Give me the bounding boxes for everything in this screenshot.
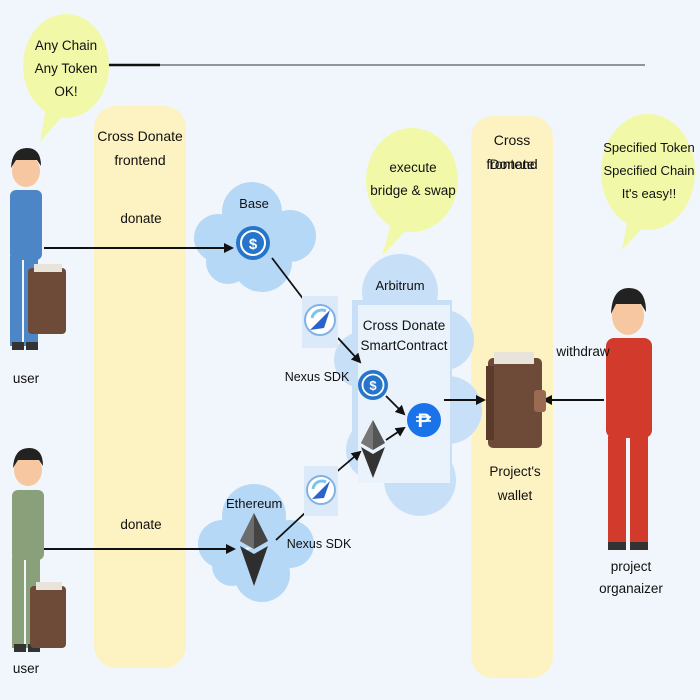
nexus-sdk-top-label: Nexus SDK (284, 370, 350, 384)
organizer-label-line2: organaizer (599, 581, 663, 596)
organizer-bubble-text: Specified Token Specified Chain It's eas… (602, 136, 696, 205)
execute-bubble-line2: bridge & swap (370, 183, 456, 198)
sdk-to-eth-arrow (333, 450, 362, 475)
organizer-label: project organaizer (596, 556, 666, 600)
execute-bubble-text: execute bridge & swap (368, 156, 458, 202)
contract-line2: SmartContract (360, 338, 448, 353)
base-cloud-title: Base (239, 196, 269, 211)
eth-icon (240, 513, 268, 586)
pyusd-icon: P (407, 403, 441, 437)
organizer-figure (606, 288, 652, 550)
organizer-bubble-line1: Specified Token (603, 140, 695, 155)
nexus-sdk-top-icon (302, 296, 338, 348)
organizer-speech-bubble (601, 114, 695, 250)
nexus-sdk-bottom-label: Nexus SDK (286, 537, 352, 551)
user-bubble-line3: OK! (54, 84, 78, 99)
contract-line1: Cross Donate (362, 318, 446, 333)
svg-text:$: $ (369, 378, 377, 393)
usdc-to-pyusd-arrow (385, 395, 406, 416)
organizer-label-line1: project (610, 559, 652, 574)
wallet-label-line1: Project's (489, 464, 541, 479)
column-right-title-line1: Cross Donate (489, 132, 535, 172)
organizer-bubble-line3: It's easy!! (621, 186, 677, 201)
donate-top-label: donate (120, 211, 162, 226)
eth-to-sdk-line (275, 511, 307, 541)
user-top-figure (10, 148, 66, 350)
execute-bubble-line1: execute (389, 160, 437, 175)
eth-to-pyusd-arrow (385, 426, 406, 441)
smart-contract-label: Cross Donate SmartContract (356, 316, 452, 356)
arbitrum-cloud-title: Arbitrum (375, 278, 425, 293)
base-cloud (194, 182, 316, 292)
withdraw-label: withdraw (556, 344, 610, 359)
user-bubble-line1: Any Chain (34, 38, 98, 53)
execute-speech-bubble (366, 128, 458, 256)
user-bottom-figure (12, 448, 66, 652)
usdc-contract-icon: $ (358, 370, 388, 400)
organizer-bubble-line2: Specified Chain (603, 163, 695, 178)
eth-contract-icon (361, 420, 385, 478)
column-left-title-line2: frontend (114, 152, 166, 168)
user-top-label: user (12, 371, 40, 386)
user-bubble-text: Any Chain Any Token OK! (26, 34, 106, 103)
user-bubble-line2: Any Token (34, 61, 98, 76)
svg-text:$: $ (249, 236, 258, 253)
nexus-sdk-bottom-icon (304, 466, 338, 516)
column-left-title-line1: Cross Donate (97, 128, 183, 144)
user-bottom-label: user (12, 661, 40, 676)
base-to-sdk-line (271, 257, 305, 301)
project-wallet-icon (486, 352, 546, 448)
user-speech-bubble (23, 14, 109, 142)
wallet-label-line2: wallet (497, 488, 533, 503)
usdc-icon: $ (236, 226, 270, 260)
donate-bottom-label: donate (120, 517, 162, 532)
ethereum-cloud-title: Ethereum (226, 496, 283, 511)
sdk-to-usdc-arrow (337, 337, 362, 364)
column-right-title-line2: frontend (486, 156, 538, 172)
project-wallet-label: Project's wallet (482, 460, 548, 508)
frontend-column-left: Cross Donate frontend (94, 106, 186, 668)
